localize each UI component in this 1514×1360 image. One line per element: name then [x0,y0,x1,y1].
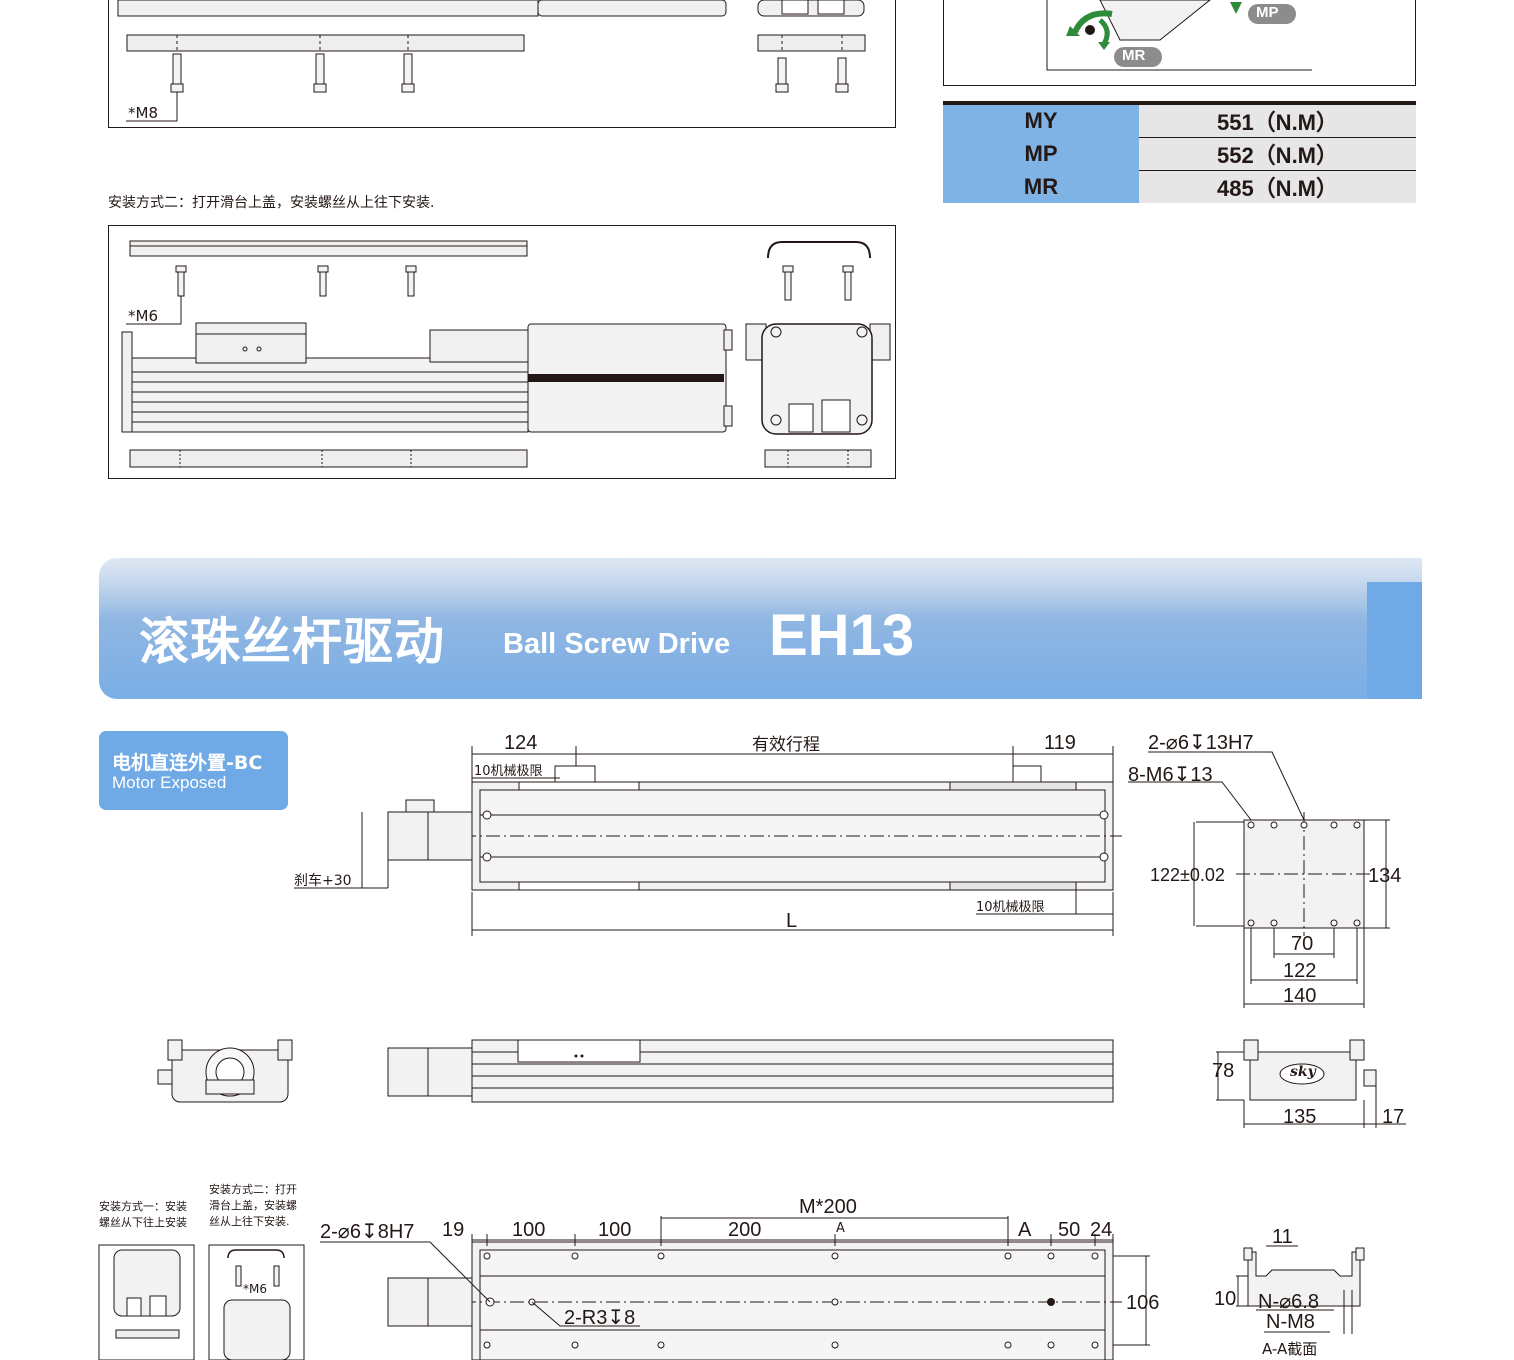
pin-holes-label: 2-⌀6↧13H7 [1148,732,1254,754]
dim-left-offset: 124 [504,732,538,754]
moment-row: MY 551（N.M） [943,103,1416,138]
height-134-label: 134 [1368,865,1402,887]
section-banner: 滚珠丝杆驱动 Ball Screw Drive EH13 [99,558,1422,699]
screw-holes-label: 8-M6↧13 [1128,764,1213,786]
banner-swoosh [99,558,1422,618]
width-135-label: 135 [1283,1106,1317,1128]
install-method1-graphics [117,0,866,122]
height-tolerance-label: 122±0.02 [1150,865,1225,885]
dim-100b-label: 100 [598,1219,632,1241]
moment-table: MY 551（N.M） MP 552（N.M） MR 485（N.M） [943,101,1416,203]
dim-50-label: 50 [1058,1219,1081,1241]
mr-axis-label: MR [1122,47,1146,64]
dim-24-label: 24 [1090,1219,1113,1241]
dim-100a-label: 100 [512,1219,546,1241]
method2-caption: 安装方式二：打开滑台上盖，安装螺丝从上往下安装. [108,195,435,211]
moment-row: MR 485（N.M） [943,170,1416,203]
holes-n-label: N-⌀6.8 [1258,1291,1319,1313]
dim-10-label: 10 [1214,1288,1237,1310]
moment-row: MP 552（N.M） [943,137,1416,171]
a-right-label: A [1018,1219,1032,1241]
dim-19-label: 19 [442,1219,465,1241]
mp-axis-label: MP [1256,4,1279,21]
dim-200-label: 200 [728,1219,762,1241]
install-method2-graphics [121,240,891,468]
screws-n-label: N-M8 [1266,1311,1315,1333]
sky-logo: sky [1290,1064,1316,1080]
dim-11-label: 11 [1272,1226,1293,1248]
brake-label: 刹车+30 [294,873,352,889]
width-70-label: 70 [1291,933,1314,955]
method2-small-caption: 安装方式二：打开滑台上盖，安装螺丝从上往下安装. [209,1183,297,1228]
mechanical-limit-bottom: 10机械极限 [976,900,1045,915]
moment-value: 551（N.M） [1139,103,1416,138]
r3-holes-label: 2-R3↧8 [564,1307,636,1329]
badge-title: 电机直连外置-BC [112,752,263,774]
install-method1-drawing [108,0,896,128]
width-122-label: 122 [1283,960,1317,982]
dim-106-label: 106 [1126,1292,1160,1314]
section-mark-a: A [836,1221,845,1236]
moment-value: 552（N.M） [1139,137,1416,171]
width-140-label: 140 [1283,985,1317,1007]
moment-diagram-graphics [1046,0,1312,71]
banner-tab [1367,582,1422,699]
moment-key: MY [943,103,1139,138]
m6-small-label: *M6 [243,1282,267,1296]
banner-model: EH13 [769,603,915,668]
dim-right-offset: 119 [1044,732,1076,754]
section-title: A-A截面 [1262,1340,1318,1358]
m8-label: *M8 [128,104,158,122]
effective-stroke-label: 有效行程 [752,735,820,755]
m200-label: M*200 [799,1196,857,1218]
moment-key: MP [943,137,1139,171]
moment-diagram [943,0,1416,86]
length-label: L [786,910,798,932]
mechanical-limit-top: 10机械极限 [474,764,543,779]
badge-subtitle: Motor Exposed [112,773,227,792]
pin-holes-bottom-label: 2-⌀6↧8H7 [320,1221,415,1243]
moment-value: 485（N.M） [1139,170,1416,203]
banner-title-en: Ball Screw Drive [503,628,731,660]
height-78-label: 78 [1212,1060,1235,1082]
method1-caption: 安装方式一：安装螺丝从下往上安装 [99,1200,187,1229]
install-method2-drawing [108,225,896,479]
motor-type-badge: 电机直连外置-BC Motor Exposed [99,731,288,810]
m6-label: *M6 [128,307,158,325]
banner-title-cn: 滚珠丝杆驱动 [139,613,445,671]
moment-key: MR [943,170,1139,203]
ear-17-label: 17 [1382,1106,1405,1128]
